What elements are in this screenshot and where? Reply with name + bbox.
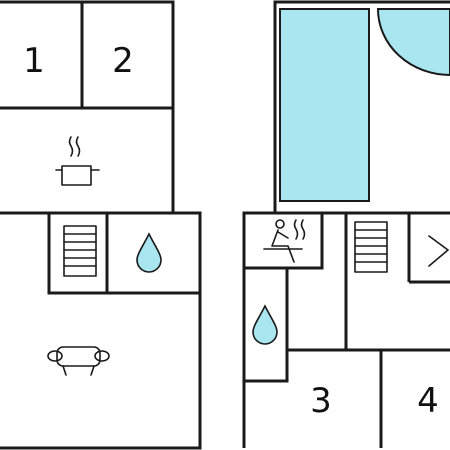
room-2-label: 2 [112, 41, 134, 81]
left-bath-cell [105, 211, 202, 295]
kitchen-pot-icon [55, 136, 100, 186]
bed-icon [428, 235, 449, 267]
right-upper-outline [273, 0, 450, 213]
water-drop-icon [136, 232, 162, 273]
pool [279, 8, 370, 202]
room-3-label: 3 [310, 381, 332, 421]
left-stair-cell [47, 211, 109, 295]
right-floor: 3 4 [242, 0, 450, 448]
room-1-label: 1 [23, 41, 45, 81]
stairs-icon [354, 221, 388, 273]
left-floor: 1 2 [0, 0, 202, 450]
sofa-icon [47, 346, 110, 376]
right-bath-cell [242, 266, 289, 383]
left-upper-outline [0, 0, 175, 213]
stairs-icon [63, 225, 97, 277]
left-lower-outline [0, 211, 202, 450]
water-drop-icon [252, 304, 278, 345]
room-4-label: 4 [417, 381, 439, 421]
spa-tub [376, 8, 450, 77]
sauna-icon [263, 219, 306, 263]
